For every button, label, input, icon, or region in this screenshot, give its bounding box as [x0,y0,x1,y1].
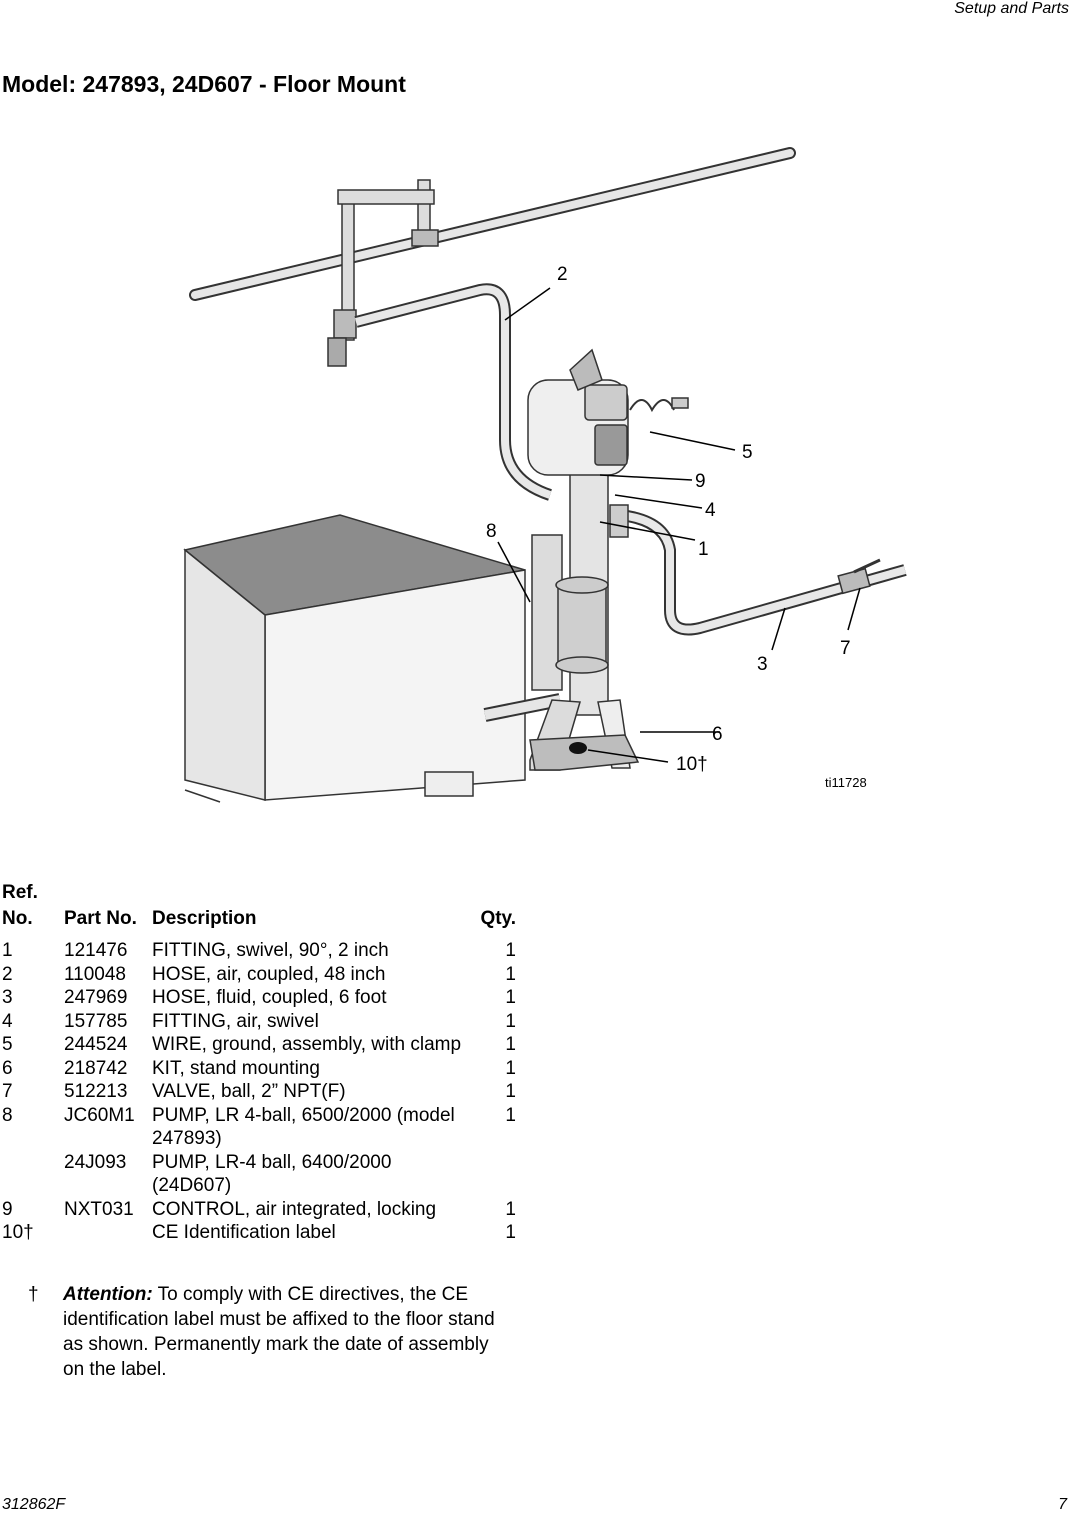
page-number: 7 [1058,1496,1067,1513]
note-body: Attention: To comply with CE directives,… [63,1282,513,1382]
callout-6: 6 [712,724,723,745]
figure-id: ti11728 [825,775,867,790]
parts-table-header: Ref.No. Part No. Description Qty. [0,880,520,939]
callout-3: 3 [757,654,768,675]
callout-4: 4 [705,500,716,521]
pump-floor-mount-diagram: 2 5 9 4 8 1 7 3 6 10† ti11728 [183,147,907,803]
qty-cell: 1 [505,940,516,961]
header-part-no: Part No. [64,908,137,929]
part-no-cell: 218742 [64,1057,128,1079]
fluid-tank [183,514,526,803]
header-ref-no: Ref.No. [2,882,38,929]
description-cell: WIRE, ground, assembly, with clamp [152,1034,462,1055]
callout-7: 7 [840,638,851,659]
header-description: Description [152,908,257,929]
ref-cell: 1 [2,940,13,961]
ce-attention-note: † Attention: To comply with CE directive… [0,1282,520,1382]
ref-cell: 10† [2,1222,34,1243]
pump-motor-control [527,348,629,476]
qty-cell: 1 [505,1010,516,1032]
ref-cell: 2 [2,963,13,985]
table-row: 9 NXT031 CONTROL, air integrated, locking 1 [0,1198,520,1222]
callout-10: 10† [676,754,708,775]
ref-cell [0,1151,64,1198]
table-row: 8 JC60M1 PUMP, LR 4-ball, 6500/2000 (model… [0,1104,520,1151]
dagger-symbol: † [28,1284,39,1305]
table-row: 4 157785 FITTING, air, swivel 1 [0,1010,520,1034]
air-drop-assembly [327,179,439,367]
part-no-cell: NXT031 [64,1198,134,1220]
description-cell: HOSE, fluid, coupled, 6 foot [152,987,387,1008]
ref-cell: 6 [2,1057,13,1079]
qty-cell: 1 [505,1222,516,1243]
description-cell: PUMP, LR 4-ball, 6500/2000 (model 247893… [152,1104,455,1150]
description-cell: HOSE, air, coupled, 48 inch [152,963,386,985]
description-cell: CE Identification label [152,1222,336,1243]
pump [531,469,609,716]
table-row: 2 110048 HOSE, air, coupled, 48 inch 1 [0,963,520,987]
note-label: Attention: [63,1284,153,1305]
header-qty: Qty. [480,908,516,929]
ball-valve [837,558,881,595]
table-row: 6 218742 KIT, stand mounting 1 [0,1057,520,1081]
qty-cell: 1 [505,987,516,1008]
table-row: 5 244524 WIRE, ground, assembly, with clam… [0,1033,520,1057]
table-row: 3 247969 HOSE, fluid, coupled, 6 foot 1 [0,986,520,1010]
callout-9: 9 [695,471,706,492]
table-row: 24J093 PUMP, LR-4 ball, 6400/2000 (24D607… [0,1151,520,1198]
ref-cell: 5 [2,1034,13,1055]
page-title: Model: 247893, 24D607 - Floor Mount [2,71,406,97]
part-no-cell: 512213 [64,1081,128,1102]
part-no-cell: JC60M1 [64,1104,135,1126]
callout-1: 1 [698,539,709,560]
table-row: 10† CE Identification label 1 [0,1221,520,1245]
callout-leaders [497,287,861,763]
table-row: 1 121476 FITTING, swivel, 90°, 2 inch 1 [0,939,520,963]
qty-cell: 1 [505,1104,516,1126]
qty-cell: 1 [505,1034,516,1055]
part-no-cell: 24J093 [64,1151,127,1173]
description-cell: FITTING, swivel, 90°, 2 inch [152,940,389,961]
swivel-fitting [609,504,629,538]
qty-cell: 1 [505,1198,516,1220]
description-cell: CONTROL, air integrated, locking [152,1198,437,1220]
callout-2: 2 [557,264,568,285]
ground-wire [629,397,689,413]
part-no-cell: 110048 [64,963,126,985]
qty-cell: 1 [505,963,516,985]
part-no-cell: 244524 [64,1034,128,1055]
callout-5: 5 [742,442,753,463]
ref-cell: 9 [2,1198,13,1220]
note-text: To comply with CE directives, the CE ide… [63,1284,495,1380]
floor-stand [529,699,640,771]
description-cell: KIT, stand mounting [152,1057,320,1079]
air-hose [354,283,553,501]
qty-cell [472,1151,520,1198]
part-no-cell: 157785 [64,1010,128,1032]
doc-number: 312862F [2,1496,66,1513]
part-no-cell [64,1221,152,1245]
part-no-cell: 121476 [64,940,128,961]
section-header: Setup and Parts [954,0,1069,17]
overhead-air-pipe [189,147,796,301]
description-cell: PUMP, LR-4 ball, 6400/2000 (24D607) [152,1151,392,1197]
qty-cell: 1 [505,1081,516,1102]
description-cell: FITTING, air, swivel [152,1010,319,1032]
qty-cell: 1 [505,1057,516,1079]
table-row: 7 512213 VALVE, ball, 2” NPT(F) 1 [0,1080,520,1104]
ref-cell: 8 [2,1104,13,1126]
callout-8: 8 [486,521,497,542]
ref-cell: 7 [2,1081,13,1102]
description-cell: VALVE, ball, 2” NPT(F) [152,1081,346,1102]
ref-cell: 4 [2,1010,13,1032]
part-no-cell: 247969 [64,987,128,1008]
ref-cell: 3 [2,987,13,1008]
